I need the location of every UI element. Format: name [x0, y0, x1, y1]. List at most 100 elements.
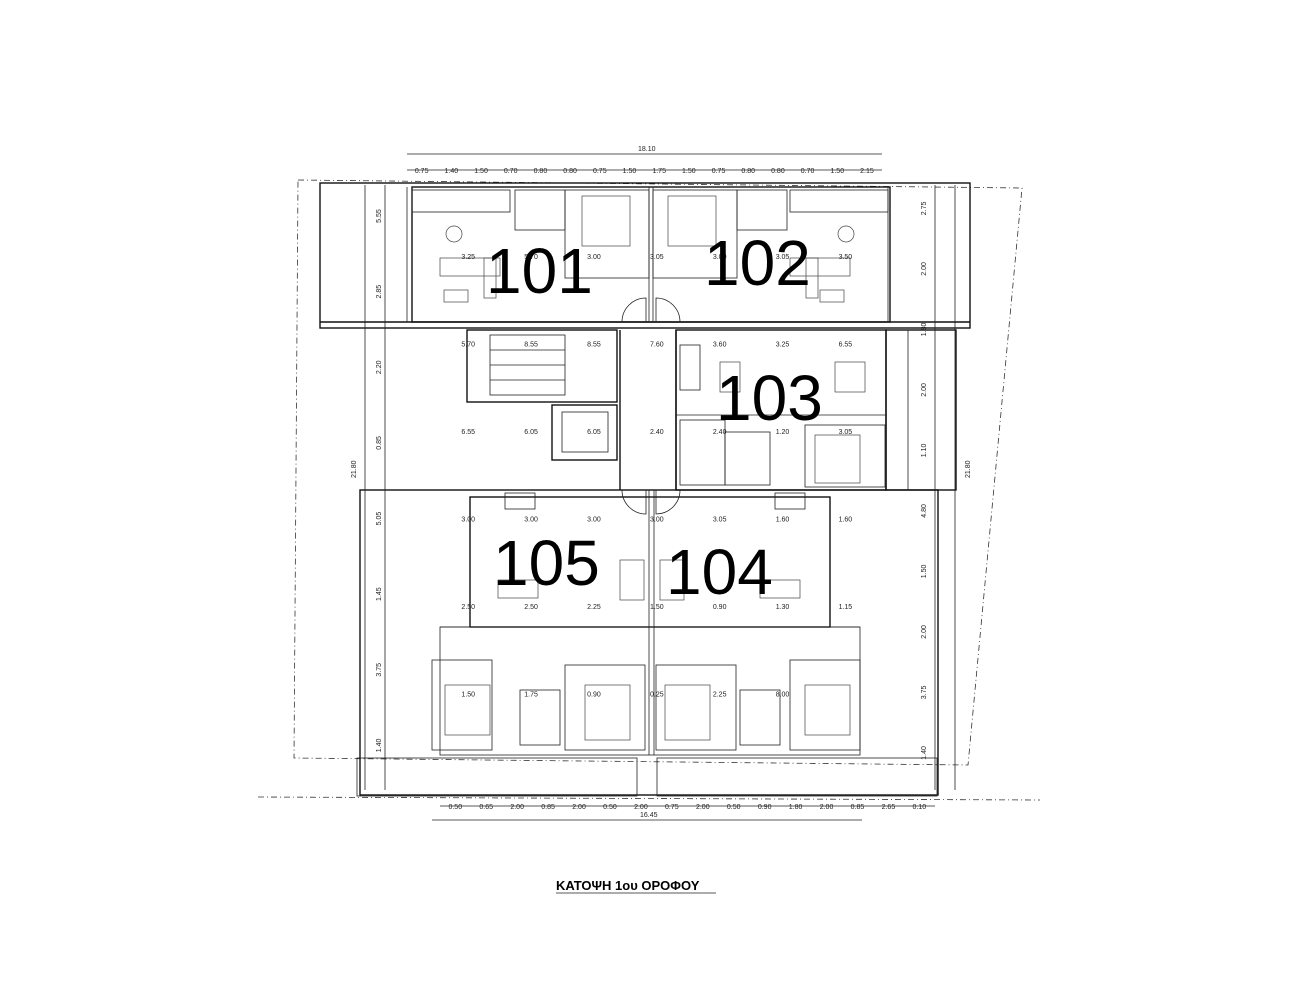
room-dim-40: 8.00 — [776, 691, 790, 698]
dim-left-3: 0.85 — [376, 436, 383, 450]
room-dim-11: 3.60 — [713, 341, 727, 348]
dim-right-5: 4.80 — [921, 504, 928, 518]
room-dim-16: 6.05 — [587, 429, 601, 436]
dim-top-6: 0.75 — [593, 168, 607, 175]
dim-left-chain: 5.55 2.85 2.20 0.85 5.05 1.45 3.75 1.40 — [376, 209, 383, 752]
dim-bottom-6: 2.00 — [634, 804, 648, 811]
dim-right-2: 1.80 — [921, 323, 928, 337]
top-block — [319, 182, 971, 329]
dim-left-2: 2.20 — [376, 360, 383, 374]
room-dim-32: 0.90 — [713, 604, 727, 611]
dim-right-6: 1.50 — [921, 565, 928, 579]
room-dim-25: 3.05 — [713, 516, 727, 523]
dim-top-13: 0.70 — [801, 168, 815, 175]
dim-bottom-13: 0.85 — [851, 804, 865, 811]
room-dim-36: 1.75 — [524, 691, 538, 698]
dim-right-0: 2.75 — [921, 202, 928, 216]
room-dim-0: 3.25 — [461, 254, 475, 261]
dim-right-4: 1.10 — [921, 444, 928, 458]
room-dim-19: 1.20 — [776, 429, 790, 436]
room-dim-29: 2.50 — [524, 604, 538, 611]
room-dim-2: 3.00 — [587, 254, 601, 261]
bottom-block — [356, 489, 939, 797]
dim-bottom-5: 0.50 — [603, 804, 617, 811]
dim-bottom-10: 0.90 — [758, 804, 772, 811]
room-dim-24: 3.00 — [650, 516, 664, 523]
dim-bottom-7: 0.75 — [665, 804, 679, 811]
dim-top-9: 1.50 — [682, 168, 696, 175]
room-dim-27: 1.60 — [839, 516, 853, 523]
room-dim-5: 3.05 — [776, 254, 790, 261]
room-dim-23: 3.00 — [587, 516, 601, 523]
dim-top-total: 18.10 — [638, 146, 656, 153]
dim-top-2: 1.50 — [474, 168, 488, 175]
plot-boundary — [293, 179, 1023, 766]
room-dim-26: 1.60 — [776, 516, 790, 523]
dim-left-6: 3.75 — [376, 663, 383, 677]
dim-right-total: 21.80 — [965, 460, 972, 478]
room-dim-14: 6.55 — [461, 429, 475, 436]
dim-top-5: 0.80 — [563, 168, 577, 175]
room-dim-10: 7.60 — [650, 341, 664, 348]
dim-bottom-1: 0.65 — [479, 804, 493, 811]
room-dim-30: 2.25 — [587, 604, 601, 611]
dim-top-14: 1.50 — [830, 168, 844, 175]
dim-bottom-4: 2.00 — [572, 804, 586, 811]
dim-bottom-12: 2.00 — [820, 804, 834, 811]
dim-right-chain: 2.752.001.802.001.104.801.502.003.751.40 — [921, 202, 928, 760]
dim-top-8: 1.75 — [652, 168, 666, 175]
dim-top-chain: 0.75 1.40 1.50 0.70 0.80 0.80 0.75 1.50 1.75 1.50… — [415, 168, 874, 175]
room-dim-33: 1.30 — [776, 604, 790, 611]
dim-bottom-11: 1.80 — [789, 804, 803, 811]
room-dim-37: 0.90 — [587, 691, 601, 698]
room-dim-13: 6.55 — [839, 341, 853, 348]
room-dim-8: 8.55 — [524, 341, 538, 348]
middle-block — [466, 329, 957, 491]
unit-label-105: 105 — [493, 527, 600, 599]
room-dim-7: 5.70 — [461, 341, 475, 348]
dim-right-9: 1.40 — [921, 746, 928, 760]
room-dim-1: 5.70 — [524, 254, 538, 261]
room-dim-17: 2.40 — [650, 429, 664, 436]
room-dim-39: 2.25 — [713, 691, 727, 698]
dim-left-4: 5.05 — [376, 512, 383, 526]
dim-bottom-8: 2.00 — [696, 804, 710, 811]
room-dim-21: 3.00 — [461, 516, 475, 523]
dim-left-total: 21.80 — [351, 460, 358, 478]
dim-bottom-2: 2.00 — [510, 804, 524, 811]
unit-label-102: 102 — [704, 227, 811, 299]
unit-label-103: 103 — [716, 362, 823, 434]
dim-top-7: 1.50 — [623, 168, 637, 175]
room-dim-38: 0.25 — [650, 691, 664, 698]
dim-left-7: 1.40 — [376, 738, 383, 752]
dimension-lines — [364, 153, 956, 821]
dim-bottom-15: 0.10 — [913, 804, 927, 811]
room-dim-12: 3.25 — [776, 341, 790, 348]
drawing-title: ΚΑΤΟΨΗ 1ου ΟΡΟΦΟΥ — [556, 878, 700, 893]
dim-left-0: 5.55 — [376, 209, 383, 223]
room-dim-20: 3.05 — [839, 429, 853, 436]
dim-bottom-total: 16.45 — [640, 812, 658, 819]
dim-bottom-3: 0.85 — [541, 804, 555, 811]
dim-top-3: 0.70 — [504, 168, 518, 175]
dim-left-1: 2.85 — [376, 285, 383, 299]
room-dim-15: 6.05 — [524, 429, 538, 436]
room-dim-28: 2.50 — [461, 604, 475, 611]
dim-top-15: 2.15 — [860, 168, 874, 175]
dim-top-4: 0.80 — [534, 168, 548, 175]
room-dim-3: 3.05 — [650, 254, 664, 261]
room-dim-22: 3.00 — [524, 516, 538, 523]
dim-right-1: 2.00 — [921, 262, 928, 276]
dim-left-5: 1.45 — [376, 587, 383, 601]
dim-top-11: 0.80 — [741, 168, 755, 175]
dim-top-1: 1.40 — [445, 168, 459, 175]
room-dim-4: 3.00 — [713, 254, 727, 261]
dim-bottom-0: 0.50 — [448, 804, 462, 811]
dim-top-0: 0.75 — [415, 168, 429, 175]
dim-bottom-14: 2.65 — [882, 804, 896, 811]
room-dim-18: 2.40 — [713, 429, 727, 436]
unit-label-104: 104 — [666, 536, 773, 608]
room-dim-34: 1.15 — [839, 604, 853, 611]
